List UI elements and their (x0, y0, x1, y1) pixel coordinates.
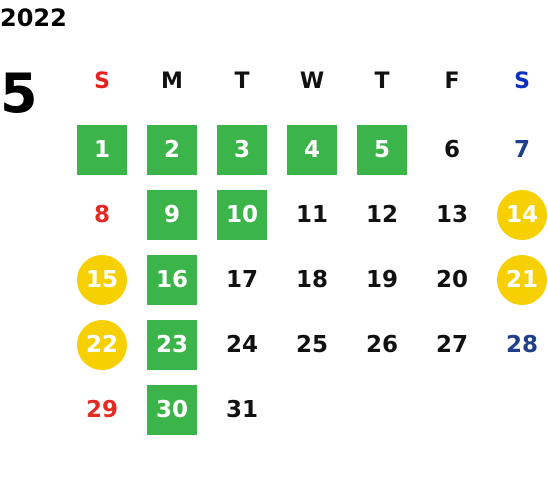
year-label: 2022 (0, 4, 67, 32)
day-cell: 15 (77, 255, 127, 305)
day-cell: 31 (225, 397, 258, 423)
day-cell: 24 (225, 332, 258, 358)
day-cell: 18 (295, 267, 328, 293)
day-cell: 7 (513, 137, 530, 163)
day-cell: 11 (295, 202, 328, 228)
day-cell: 12 (365, 202, 398, 228)
day-cell: 3 (217, 125, 267, 175)
day-cell: 28 (505, 332, 538, 358)
day-cell: 10 (217, 190, 267, 240)
day-cell: 25 (295, 332, 328, 358)
weekday-fri: F (444, 69, 460, 94)
day-cell: 17 (225, 267, 258, 293)
day-cell: 13 (435, 202, 468, 228)
weekday-tue: T (234, 69, 250, 94)
day-cell: 4 (287, 125, 337, 175)
month-number: 5 (0, 62, 38, 125)
day-cell: 21 (497, 255, 547, 305)
day-cell: 22 (77, 320, 127, 370)
day-cell: 16 (147, 255, 197, 305)
day-cell: 2 (147, 125, 197, 175)
day-cell: 30 (147, 385, 197, 435)
day-cell: 29 (85, 397, 118, 423)
weekday-sun: S (94, 69, 110, 94)
day-cell: 8 (93, 202, 110, 228)
day-cell: 14 (497, 190, 547, 240)
day-cell: 27 (435, 332, 468, 358)
weekday-sat: S (514, 69, 530, 94)
weekday-mon: M (161, 69, 183, 94)
day-cell: 23 (147, 320, 197, 370)
day-cell: 20 (435, 267, 468, 293)
day-cell: 26 (365, 332, 398, 358)
day-cell: 19 (365, 267, 398, 293)
day-cell: 1 (77, 125, 127, 175)
day-cell: 6 (443, 137, 460, 163)
day-cell: 9 (147, 190, 197, 240)
weekday-wed: W (299, 69, 325, 94)
day-cell: 5 (357, 125, 407, 175)
weekday-thu: T (374, 69, 390, 94)
